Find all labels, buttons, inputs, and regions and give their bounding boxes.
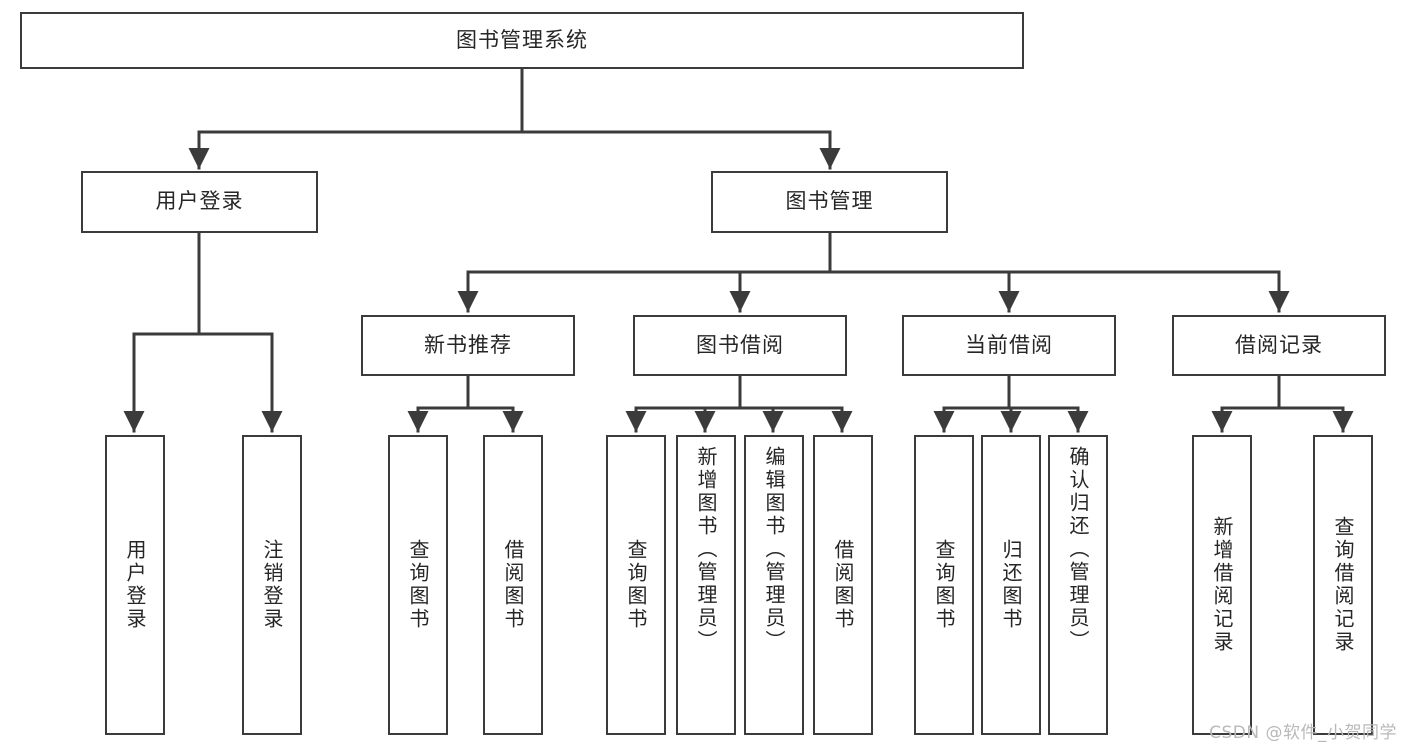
node-borrow-record-label: 借阅记录 [1235,332,1323,357]
node-leaf-borrow-book-recommend-label: 借阅图书 [501,539,525,631]
node-borrow-record[interactable]: 借阅记录 [1172,315,1386,376]
node-leaf-user-login-label: 用户登录 [123,539,147,631]
node-leaf-borrow-book-label: 借阅图书 [831,539,855,631]
node-leaf-query-book-current[interactable]: 查询图书 [914,435,974,735]
node-leaf-add-book[interactable]: 新增图书（管理员） [676,435,736,735]
node-root-book-management-system[interactable]: 图书管理系统 [20,12,1024,69]
node-leaf-return-book-label: 归还图书 [999,539,1023,631]
node-new-book-recommend[interactable]: 新书推荐 [361,315,575,376]
node-current-borrow[interactable]: 当前借阅 [902,315,1116,376]
node-leaf-edit-book[interactable]: 编辑图书（管理员） [744,435,804,735]
node-current-borrow-label: 当前借阅 [965,332,1053,357]
node-leaf-borrow-book-recommend[interactable]: 借阅图书 [483,435,543,735]
node-leaf-query-book-current-label: 查询图书 [932,539,956,631]
node-book-manage-label: 图书管理 [785,189,874,214]
node-root-label: 图书管理系统 [456,27,588,52]
node-leaf-edit-book-label: 编辑图书（管理员） [762,446,786,653]
node-new-book-recommend-label: 新书推荐 [424,332,512,357]
node-leaf-confirm-return[interactable]: 确认归还（管理员） [1048,435,1108,735]
node-leaf-add-book-label: 新增图书（管理员） [694,446,718,653]
node-leaf-return-book[interactable]: 归还图书 [981,435,1041,735]
node-leaf-logout[interactable]: 注销登录 [242,435,302,735]
csdn-watermark: CSDN @软件_小贺同学 [1209,723,1397,743]
node-user-login-label: 用户登录 [155,189,244,214]
node-leaf-query-book-borrow-label: 查询图书 [624,539,648,631]
node-leaf-borrow-book[interactable]: 借阅图书 [813,435,873,735]
node-leaf-user-login[interactable]: 用户登录 [105,435,165,735]
node-leaf-query-book-recommend-label: 查询图书 [406,539,430,631]
node-book-borrow[interactable]: 图书借阅 [633,315,847,376]
node-user-login[interactable]: 用户登录 [81,171,318,233]
node-leaf-query-borrow-record-label: 查询借阅记录 [1331,516,1355,654]
node-leaf-query-book-recommend[interactable]: 查询图书 [388,435,448,735]
node-leaf-add-borrow-record[interactable]: 新增借阅记录 [1192,435,1252,735]
node-book-borrow-label: 图书借阅 [696,332,784,357]
node-leaf-add-borrow-record-label: 新增借阅记录 [1210,516,1234,654]
node-book-manage[interactable]: 图书管理 [711,171,948,233]
node-leaf-query-borrow-record[interactable]: 查询借阅记录 [1313,435,1373,735]
node-leaf-logout-label: 注销登录 [260,539,284,631]
node-leaf-query-book-borrow[interactable]: 查询图书 [606,435,666,735]
node-leaf-confirm-return-label: 确认归还（管理员） [1066,446,1090,653]
